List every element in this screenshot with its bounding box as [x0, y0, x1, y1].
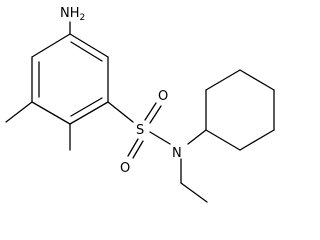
- oxygen-left-label: O: [120, 161, 130, 176]
- bond-methyl-left: [5, 101, 33, 123]
- bond-ring-c3-c4-inner: [70, 97, 103, 117]
- bond-ch2-ch3: [180, 182, 208, 203]
- bond-s-o-right-a: [144, 102, 157, 121]
- bond-ring-c1-c2-inner: [70, 41, 103, 62]
- molecule-svg: NH2 S O O N: [5, 6, 275, 203]
- nh2-symbol: NH: [60, 6, 80, 21]
- nitrogen-label: N: [172, 146, 182, 161]
- bond-ring-c3-c4: [69, 101, 109, 125]
- bond-s-o-right-b: [149, 105, 162, 124]
- bond-ring-sulfur: [107, 101, 134, 123]
- benzene-ring: [31, 33, 109, 125]
- structure-diagram: NH2 S O O N: [5, 6, 275, 203]
- nh2-label: NH2: [60, 6, 85, 23]
- bond-cy-3: [239, 69, 275, 91]
- bond-ring-c1-c2: [69, 33, 109, 58]
- bond-cy-2: [205, 69, 241, 91]
- bond-s-o-left-b: [132, 140, 144, 159]
- bond-s-n: [149, 131, 171, 145]
- cyclohexane-ring: [205, 69, 275, 151]
- nh2-subscript: 2: [80, 13, 86, 23]
- bond-ring-c4-c5: [31, 101, 71, 125]
- sulfur-label: S: [136, 123, 144, 138]
- oxygen-right-label: O: [158, 89, 168, 104]
- bond-s-o-left-a: [127, 138, 139, 157]
- bond-cy-6: [205, 129, 241, 151]
- bond-ring-c6-c1: [31, 33, 71, 58]
- bond-cy-5: [239, 129, 275, 151]
- bond-n-cyclohexyl: [187, 129, 207, 145]
